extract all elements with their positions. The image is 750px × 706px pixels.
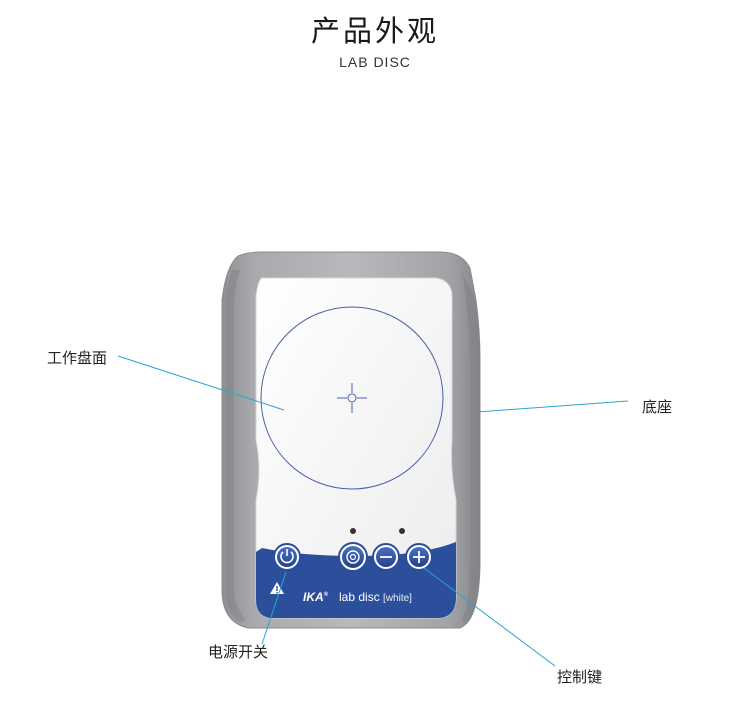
leader-work-plate xyxy=(117,355,285,411)
model-variant: [white] xyxy=(383,593,412,604)
brand-registered-mark: ® xyxy=(323,592,329,598)
leader-base xyxy=(476,400,629,413)
page-subtitle: LAB DISC xyxy=(339,54,411,70)
led-indicator-left xyxy=(350,528,356,534)
crosshair-icon xyxy=(337,383,367,413)
plus-button[interactable] xyxy=(405,543,433,571)
device-brand: IKA® xyxy=(303,590,328,604)
model-name: lab disc xyxy=(339,590,380,604)
warning-icon xyxy=(270,582,284,594)
callout-base: 底座 xyxy=(642,398,673,416)
leader-power-switch xyxy=(261,571,287,645)
brand-name: IKA xyxy=(303,590,324,604)
minus-button[interactable] xyxy=(372,543,400,571)
device-model: lab disc [white] xyxy=(339,590,412,604)
led-indicator-right xyxy=(399,528,405,534)
callout-control-keys: 控制键 xyxy=(557,668,603,686)
leader-lines xyxy=(117,355,629,667)
callout-work-plate: 工作盘面 xyxy=(47,349,108,367)
power-button[interactable] xyxy=(273,543,301,571)
plate-circle xyxy=(260,306,444,490)
mode-button[interactable] xyxy=(338,542,368,572)
page-title: 产品外观 xyxy=(310,14,439,48)
leader-control-keys xyxy=(423,567,556,667)
callout-power-switch: 电源开关 xyxy=(208,643,269,661)
